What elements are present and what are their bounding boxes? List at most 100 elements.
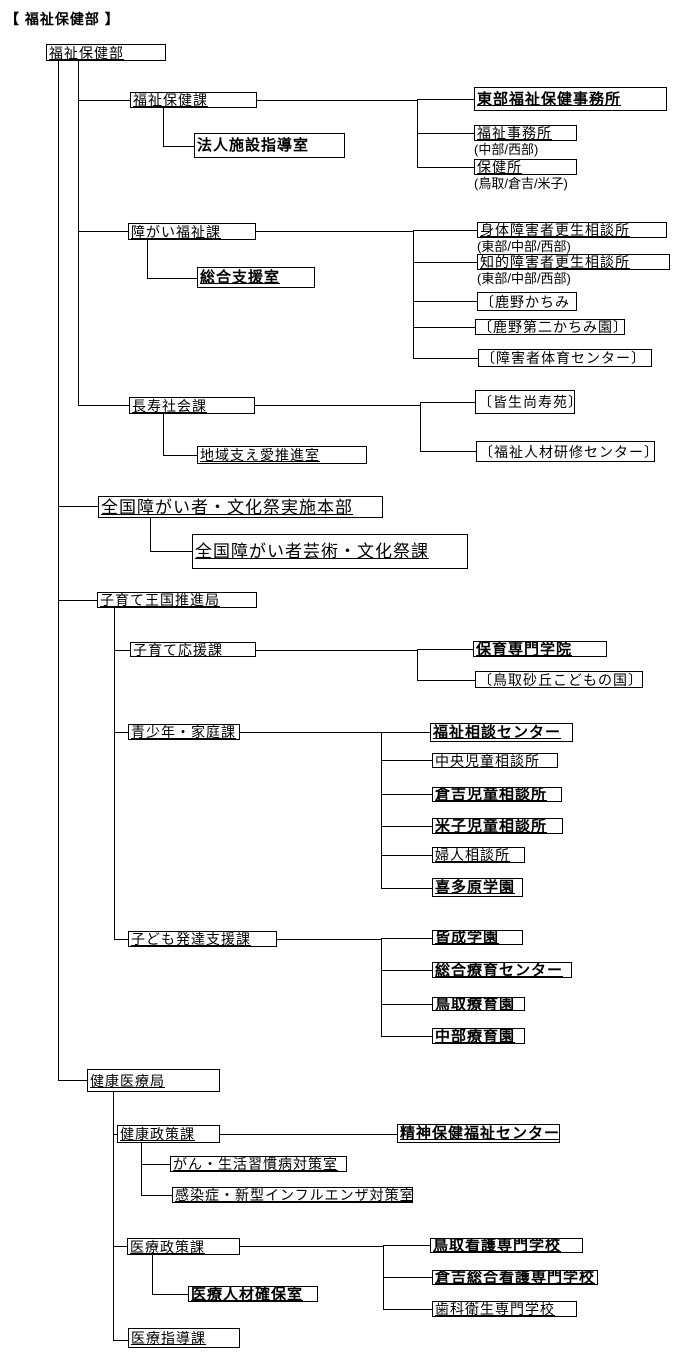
org-box-fujin-sodanjo: 婦人相談所 — [432, 847, 525, 863]
connector-line — [417, 133, 474, 134]
org-box-yonago-jido-sodanjo: 米子児童相談所 — [432, 818, 563, 834]
org-box-hokenjo: 保健所 — [474, 159, 577, 175]
org-box-fukushi-jinzai-center: 〔福祉人材研修センター〕 — [476, 441, 655, 462]
org-box-chiteki-sodanjo: 知的障害者更生相談所 — [477, 254, 670, 270]
org-box-shikano-daini-kachimi: 〔鹿野第二かちみ園〕 — [475, 319, 625, 335]
org-box-fukushi-sodan-center: 福祉相談センター — [430, 723, 573, 742]
connector-line — [256, 231, 413, 232]
connector-line — [413, 262, 477, 263]
connector-line — [141, 1164, 170, 1165]
org-box-kitahara-gakuen: 喜多原学園 — [432, 878, 523, 897]
org-box-shogai-fukushi-ka: 障がい福祉課 — [128, 223, 256, 240]
page-title: 【 福祉保健部 】 — [5, 11, 120, 27]
connector-line — [381, 826, 432, 827]
connector-line — [381, 938, 382, 1036]
connector-line — [420, 402, 475, 403]
connector-line — [113, 1092, 114, 1340]
connector-line — [381, 794, 432, 795]
org-box-kenko-seisaku-ka: 健康政策課 — [117, 1125, 220, 1143]
org-box-chubu-ryoiku-en: 中部療育園 — [432, 1028, 525, 1044]
org-box-iryo-seisaku-ka: 医療政策課 — [127, 1238, 240, 1255]
connector-line — [381, 732, 430, 733]
connector-line — [381, 938, 432, 939]
connector-line — [413, 230, 477, 231]
connector-line — [277, 939, 381, 940]
connector-line — [420, 402, 421, 451]
connector-line — [114, 939, 128, 940]
org-box-shintai-sodanjo: 身体障害者更生相談所 — [477, 222, 667, 238]
connector-line — [147, 278, 197, 279]
connector-line — [114, 732, 128, 733]
connector-line — [383, 1277, 432, 1278]
connector-line — [413, 230, 414, 358]
connector-line — [113, 1246, 127, 1247]
org-box-zenkoku-bunkasai-honbu: 全国障がい者・文化祭実施本部 — [98, 496, 383, 518]
connector-line — [58, 506, 98, 507]
org-box-chiiki-sasaeai-shitsu: 地域支え愛推進室 — [197, 446, 367, 464]
org-box-choju-shakai-ka: 長寿社会課 — [129, 397, 255, 414]
connector-line — [240, 1246, 383, 1247]
org-box-shogaisha-taiiku-center: 〔障害者体育センター〕 — [478, 349, 652, 367]
org-box-seishonen-katei-ka: 青少年・家庭課 — [128, 724, 240, 740]
connector-line — [220, 1134, 397, 1135]
connector-line — [114, 650, 130, 651]
connector-line — [147, 240, 148, 278]
org-box-fukushi-hoken-ka: 福祉保健課 — [130, 92, 257, 108]
connector-line — [417, 649, 418, 680]
org-box-tottori-ryoiku-en: 鳥取療育園 — [432, 997, 525, 1011]
connector-line — [150, 518, 151, 551]
connector-line — [256, 650, 417, 651]
connector-line — [141, 1143, 142, 1195]
connector-line — [58, 60, 59, 1080]
connector-line — [255, 405, 420, 406]
org-box-iryo-jinzai-kakuho-shitsu: 医療人材確保室 — [188, 1286, 318, 1302]
connector-line — [163, 414, 164, 455]
connector-line — [78, 60, 79, 405]
org-box-seishin-hoken-center: 精神保健福祉センター — [397, 1124, 560, 1143]
connector-line — [163, 455, 197, 456]
org-box-kosodate-okoku-kyoku: 子育て王国推進局 — [97, 592, 257, 608]
org-box-kaisei-gakuen: 皆成学園 — [432, 930, 523, 945]
caption-hokenjo: (鳥取/倉吉/米子) — [474, 176, 568, 191]
connector-line — [78, 231, 128, 232]
connector-line — [141, 1195, 172, 1196]
org-box-gan-taisaku-shitsu: がん・生活習慣病対策室 — [170, 1156, 347, 1172]
org-box-fukushi-jimusho: 福祉事務所 — [474, 125, 577, 141]
org-box-fukushi-hokenbu: 福祉保健部 — [46, 44, 166, 61]
connector-line — [152, 1294, 188, 1295]
org-box-tobu-fukushi-hoken-jimusho: 東部福祉保健事務所 — [474, 87, 667, 111]
caption-shintai-sodanjo: (東部/中部/西部) — [477, 239, 571, 254]
connector-line — [413, 358, 478, 359]
connector-line — [417, 649, 473, 650]
connector-line — [152, 1255, 153, 1294]
connector-line — [417, 680, 475, 681]
org-box-sogo-shien-shitsu: 総合支援室 — [197, 267, 315, 288]
org-box-kurayoshi-kango-gakko: 倉吉総合看護専門学校 — [432, 1270, 598, 1285]
org-box-tottori-sakyu-kodomo: 〔鳥取砂丘こどもの国〕 — [475, 671, 643, 688]
connector-line — [163, 108, 164, 146]
connector-line — [113, 1134, 117, 1135]
connector-line — [420, 451, 476, 452]
connector-line — [381, 888, 432, 889]
caption-chiteki-sodanjo: (東部/中部/西部) — [477, 271, 571, 286]
org-box-hoiku-senmon-gakuin: 保育専門学院 — [473, 641, 607, 657]
connector-line — [381, 855, 432, 856]
connector-line — [163, 146, 194, 147]
org-box-hojin-shisetsu-shidoshitsu: 法人施設指導室 — [194, 133, 345, 158]
org-box-chuo-jido-sodanjo: 中央児童相談所 — [432, 753, 558, 768]
connector-line — [58, 600, 97, 601]
org-box-kodomo-hattatsu-shien-ka: 子ども発達支援課 — [128, 931, 277, 947]
connector-line — [381, 1004, 432, 1005]
connector-line — [381, 732, 382, 888]
connector-line — [381, 1036, 432, 1037]
connector-line — [113, 1340, 128, 1341]
connector-line — [78, 405, 129, 406]
org-box-shikano-kachimi: 〔鹿野かちみ — [477, 292, 577, 311]
connector-line — [150, 551, 192, 552]
connector-line — [257, 100, 417, 101]
connector-line — [240, 732, 381, 733]
connector-line — [417, 99, 474, 100]
org-box-kenko-iryo-kyoku: 健康医療局 — [87, 1069, 220, 1092]
org-box-kaike-shojuen: 〔皆生尚寿苑〕 — [475, 390, 575, 414]
connector-line — [417, 167, 474, 168]
